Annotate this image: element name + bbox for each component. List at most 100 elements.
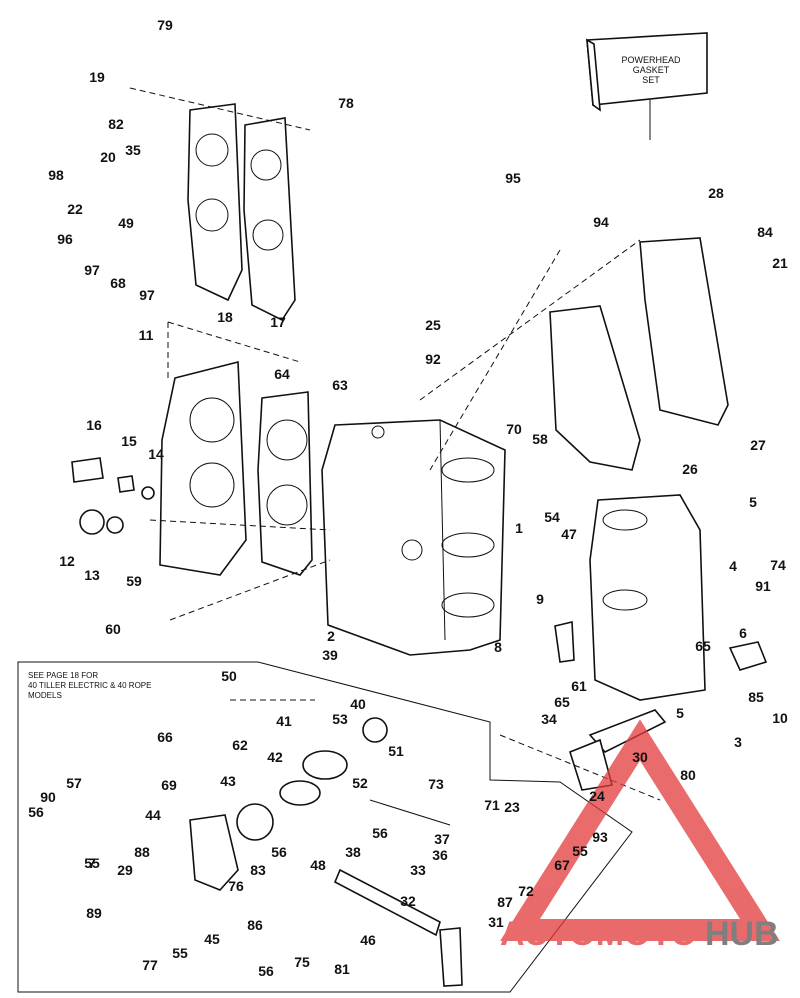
part-callout-15: 15 [121,433,137,449]
part-callout-8: 8 [494,639,502,655]
part-callout-11: 11 [139,327,154,343]
part-callout-96: 96 [57,231,73,247]
part-callout-86: 86 [247,917,263,933]
part-callout-35: 35 [125,142,141,158]
part-callout-43: 43 [220,773,236,789]
part-callout-7: 7 [88,855,96,871]
part-callout-94: 94 [593,214,609,230]
part-callout-37: 37 [434,831,450,847]
part-callout-23: 23 [504,799,520,815]
part-callout-64: 64 [274,366,290,382]
part-callout-55: 55 [172,945,188,961]
part-callout-51: 51 [388,743,404,759]
part-callout-71: 71 [484,797,500,813]
part-callout-65: 65 [695,638,711,654]
part-callout-68: 68 [110,275,126,291]
part-callout-4: 4 [729,558,737,574]
part-callout-44: 44 [145,807,161,823]
part-callout-3: 3 [734,734,742,750]
part-callout-79: 79 [157,17,173,33]
part-callout-24: 24 [589,788,605,804]
part-callout-48: 48 [310,857,326,873]
cylinder-head [159,321,313,576]
gasket-box-line: GASKET [633,65,670,75]
part-callout-89: 89 [86,905,102,921]
part-callout-98: 98 [48,167,64,183]
part-callout-1: 1 [515,520,523,536]
part-callout-13: 13 [84,567,100,583]
part-callout-39: 39 [322,647,338,663]
part-callout-2: 2 [327,628,335,644]
part-callout-40: 40 [350,696,366,712]
part-callout-53: 53 [332,711,348,727]
part-callout-83: 83 [250,862,266,878]
part-callout-55: 55 [84,855,100,871]
part-callout-28: 28 [708,185,724,201]
part-callout-10: 10 [772,710,788,726]
part-callout-9: 9 [536,591,544,607]
part-callout-91: 91 [755,578,771,594]
part-callout-47: 47 [561,526,577,542]
part-callout-56: 56 [258,963,274,979]
part-callout-87: 87 [497,894,513,910]
part-callout-97: 97 [139,287,155,303]
part-callout-88: 88 [134,844,150,860]
part-callout-93: 93 [592,829,608,845]
part-callout-5: 5 [749,494,757,510]
part-callout-34: 34 [541,711,557,727]
part-callout-54: 54 [544,509,560,525]
part-callout-57: 57 [66,775,82,791]
part-callout-31: 31 [488,914,504,930]
part-callout-69: 69 [161,777,177,793]
gasket-box-line: SET [642,75,660,85]
part-callout-26: 26 [682,461,698,477]
part-callout-56: 56 [28,804,44,820]
thermostat-parts [71,457,155,535]
note-line: SEE PAGE 18 FOR [28,671,98,680]
part-callout-76: 76 [228,878,244,894]
part-callout-46: 46 [360,932,376,948]
part-callout-45: 45 [204,931,220,947]
part-callout-97: 97 [84,262,100,278]
part-callout-82: 82 [108,116,124,132]
note-line: MODELS [28,691,62,700]
throttle-linkage-parts [189,709,667,987]
part-callout-60: 60 [105,621,121,637]
part-callout-74: 74 [770,557,786,573]
dashed-guides [149,249,661,801]
part-callout-33: 33 [410,862,426,878]
part-callout-52: 52 [352,775,368,791]
part-callout-12: 12 [59,553,75,569]
part-callout-73: 73 [428,776,444,792]
part-callout-5: 5 [676,705,684,721]
part-callout-30: 30 [632,749,648,765]
part-callout-85: 85 [748,689,764,705]
gasket-set-box: POWERHEAD GASKET SET [586,32,708,140]
part-callout-50: 50 [221,668,237,684]
part-callout-56: 56 [271,844,287,860]
part-callout-29: 29 [117,862,133,878]
electrical-bracket [554,621,768,671]
part-callout-65: 65 [554,694,570,710]
part-callout-25: 25 [425,317,441,333]
part-callout-41: 41 [276,713,292,729]
part-callout-66: 66 [157,729,173,745]
crankcase-half [589,494,706,701]
part-callout-17: 17 [270,314,286,330]
note-line: 40 TILLER ELECTRIC & 40 ROPE [28,681,151,690]
part-callout-70: 70 [506,421,522,437]
intake-manifold-assembly [129,87,311,322]
part-callout-16: 16 [86,417,102,433]
part-callout-61: 61 [571,678,587,694]
part-callout-92: 92 [425,351,441,367]
part-callout-22: 22 [67,201,83,217]
part-callout-32: 32 [400,893,416,909]
part-callout-90: 90 [40,789,56,805]
part-callout-14: 14 [148,446,164,462]
part-callout-78: 78 [338,95,354,111]
part-callout-58: 58 [532,431,548,447]
cylinder-block [321,419,506,656]
part-callout-36: 36 [432,847,448,863]
part-callout-20: 20 [100,149,116,165]
